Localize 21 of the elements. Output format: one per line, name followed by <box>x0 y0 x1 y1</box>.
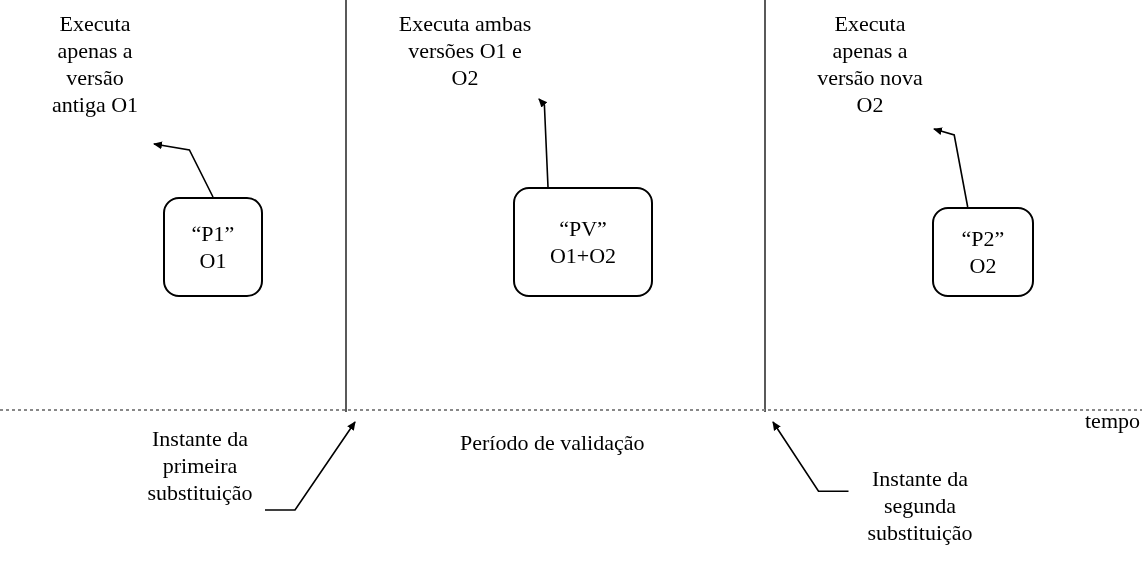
process-box <box>932 207 1034 297</box>
period-label: Período de validação <box>460 430 645 456</box>
pointer-arrow <box>264 421 356 511</box>
process-box <box>513 187 653 297</box>
process-name: “P1” <box>191 220 235 247</box>
pointer-arrow <box>772 421 850 493</box>
annotation-text: Instante da primeira substituição <box>135 425 265 525</box>
process-version: O1+O2 <box>549 242 617 269</box>
leader-arrow <box>538 98 549 188</box>
process-name: “P2” <box>961 225 1005 252</box>
process-version: O1 <box>199 247 227 274</box>
annotation-text: Instante da segunda substituição <box>855 465 985 570</box>
process-box <box>163 197 263 297</box>
annotation-text: Executa ambas versões O1 e O2 <box>395 10 535 95</box>
leader-arrow <box>933 127 969 208</box>
annotation-text: Executa apenas a versão nova O2 <box>810 10 930 125</box>
annotation-text: Executa apenas a versão antiga O1 <box>45 10 145 140</box>
process-version: O2 <box>969 252 997 279</box>
leader-arrow <box>153 141 214 198</box>
process-name: “PV” <box>559 215 607 242</box>
axis-label: tempo <box>1085 408 1140 434</box>
